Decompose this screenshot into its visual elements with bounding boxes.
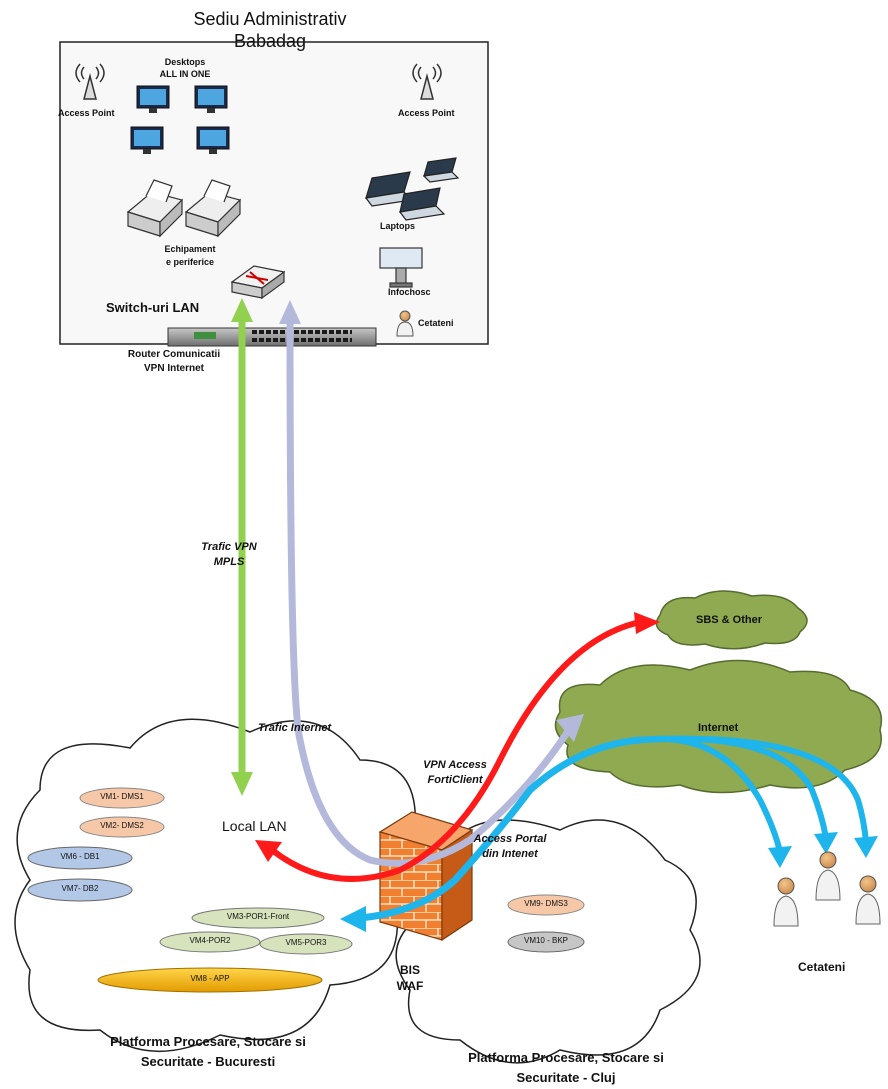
- portal-label-line2: din Intenet: [482, 848, 538, 860]
- router-label-line2: VPN Internet: [143, 363, 204, 374]
- internet-traffic-arrow: [286, 318, 574, 867]
- desktops-label: Desktops ALL IN ONE: [140, 56, 230, 80]
- citizen-icon: [855, 875, 881, 925]
- vpn-traffic-label-line2: MPLS: [213, 556, 245, 568]
- desktop-icon: [194, 85, 228, 113]
- firewall-label-line1: BIS: [399, 963, 420, 977]
- portal-branch-arrow: [639, 735, 869, 843]
- portal-arrowhead-down: [768, 846, 792, 868]
- vm-pill: [259, 933, 353, 955]
- peripherals-label-line1: Echipament: [164, 244, 216, 254]
- sbs-cloud: [655, 590, 808, 650]
- vm-label: VM6 - DB1: [60, 852, 100, 861]
- forticlient-label-line1: VPN Access: [423, 759, 487, 771]
- vm-label: VM4-POR2: [189, 936, 231, 945]
- portal-label: Access Portal din Intenet: [462, 832, 558, 862]
- forticlient-label: VPN Access FortiClient: [410, 758, 500, 788]
- vm-pill: [97, 967, 323, 993]
- citizen-icon: [773, 877, 799, 927]
- cluj-platform-label-line1: Platforma Procesare, Stocare si: [468, 1050, 664, 1065]
- vm-pill: [507, 931, 585, 953]
- vm-pill: [159, 931, 261, 953]
- citizens-label: Cetateni: [798, 960, 846, 974]
- internet-arrowhead-up: [279, 300, 301, 324]
- portal-arrowhead-down: [854, 836, 878, 858]
- peripherals-label: Echipament e periferice: [145, 243, 235, 269]
- vm-label: VM2- DMS2: [100, 821, 144, 830]
- vm-label: VM7- DB2: [61, 884, 99, 893]
- desktop-icon: [136, 85, 170, 113]
- forticlient-arrowhead-right: [634, 612, 660, 634]
- printer-icon: [184, 179, 242, 238]
- desktops-label-line1: Desktops: [164, 57, 206, 67]
- vpn-arrowhead-up: [231, 298, 253, 322]
- citizen-icon: [396, 310, 414, 337]
- switch-icon: [230, 265, 286, 300]
- vm-label: VM9- DMS3: [524, 899, 568, 908]
- forticlient-arrowhead-left: [255, 840, 282, 862]
- vpn-traffic-label-line1: Trafic VPN: [201, 541, 257, 553]
- vm-pill: [27, 878, 133, 902]
- internet-cloud-label: Internet: [698, 722, 739, 734]
- office-title-line2: Babadag: [233, 31, 307, 51]
- internet-cloud: [554, 659, 883, 794]
- vpn-arrowhead-down: [231, 772, 253, 796]
- cluj-platform-label: Platforma Procesare, Stocare si Securita…: [416, 1048, 716, 1088]
- desktops-label-line2: ALL IN ONE: [159, 69, 211, 79]
- firewall-label: BIS WAF: [382, 962, 438, 994]
- laptop-icon: [398, 187, 446, 221]
- vpn-traffic-label: Trafic VPN MPLS: [184, 540, 274, 570]
- citizens-office-label: Cetateni: [418, 318, 454, 328]
- laptop-icon: [364, 171, 414, 207]
- laptop-icon: [422, 157, 460, 183]
- desktop-icon: [196, 126, 230, 154]
- vm-label: VM1- DMS1: [100, 792, 144, 801]
- bucuresti-platform-label: Platforma Procesare, Stocare si Securita…: [58, 1032, 358, 1072]
- citizen-icon: [815, 851, 841, 901]
- bucuresti-platform-label-line1: Platforma Procesare, Stocare si: [110, 1034, 306, 1049]
- access-point-right-label: Access Point: [398, 108, 455, 118]
- laptops-label: Laptops: [380, 221, 415, 231]
- vm-pill: [191, 907, 325, 929]
- firewall-label-line2: WAF: [396, 979, 424, 993]
- cluj-platform-label-line2: Securitate - Cluj: [516, 1070, 616, 1085]
- internet-traffic-label: Trafic Internet: [258, 722, 332, 734]
- portal-arrowhead-down: [814, 832, 838, 854]
- forticlient-label-line2: FortiClient: [427, 774, 483, 786]
- vm-pill: [79, 816, 165, 838]
- office-title-line1: Sediu Administrativ: [193, 9, 347, 29]
- vm-pill: [507, 894, 585, 916]
- vm-label: VM3-POR1-Front: [226, 912, 290, 921]
- sbs-cloud-label: SBS & Other: [696, 614, 763, 626]
- portal-arrowhead-left: [340, 906, 366, 932]
- access-point-left-label: Access Point: [58, 108, 115, 118]
- peripherals-label-line2: e periferice: [165, 257, 215, 267]
- office-title: Sediu Administrativ Babadag: [150, 8, 390, 52]
- portal-arrow: [356, 736, 644, 922]
- vm-label: VM8 - APP: [190, 974, 230, 983]
- bucuresti-platform-label-line2: Securitate - Bucuresti: [140, 1054, 276, 1069]
- internet-arrowhead-right: [556, 714, 584, 742]
- printer-icon: [126, 179, 184, 238]
- access-point-right-icon: [412, 63, 442, 100]
- vm-label: VM10 - BKP: [523, 936, 568, 945]
- infokiosk-label: Infochosc: [388, 287, 431, 297]
- desktop-icon: [130, 126, 164, 154]
- switch-label: Switch-uri LAN: [106, 300, 200, 315]
- vm-pill: [79, 787, 165, 809]
- vm-label: VM5-POR3: [285, 938, 327, 947]
- router-label: Router Comunicatii VPN Internet: [104, 348, 244, 376]
- vm-pill: [27, 846, 133, 870]
- router-icon: [167, 327, 377, 347]
- portal-label-line1: Access Portal: [473, 833, 547, 845]
- router-label-line1: Router Comunicatii: [127, 349, 221, 360]
- forticlient-arrow: [269, 619, 643, 882]
- local-lan-label: Local LAN: [222, 818, 287, 834]
- kiosk-icon: [379, 247, 423, 288]
- access-point-left-icon: [75, 63, 105, 100]
